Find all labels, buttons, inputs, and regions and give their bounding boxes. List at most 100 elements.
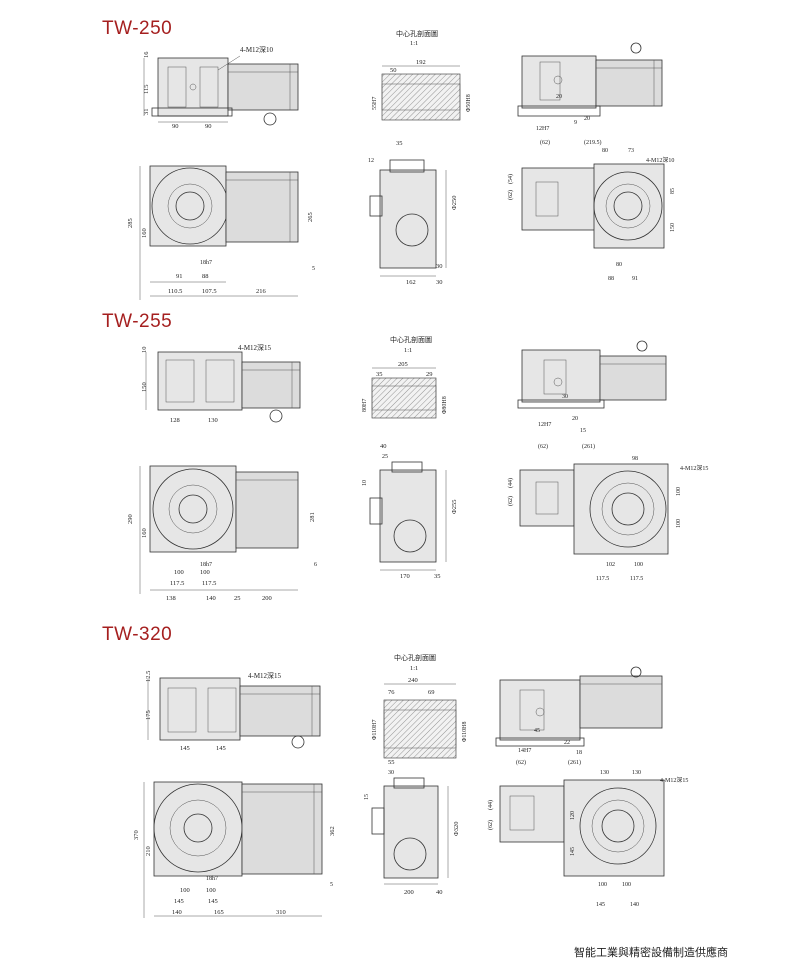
tw255-sec-d1: 80H7 (362, 399, 368, 412)
tw255-top-w2b: 140 (206, 595, 216, 602)
tw250-top-w1a: 91 (176, 273, 183, 280)
tw250-front-w2: 90 (205, 123, 212, 130)
tw250-top-fit: 18h7 (200, 260, 212, 266)
tw255-tapped-label: 4-M12深15 (238, 343, 272, 352)
tw250-mid-d6: 30 (436, 279, 443, 286)
tw320-section-title: 中心孔剖面圖 (394, 653, 436, 662)
tw320-sec-d2: Φ110H8 (462, 722, 468, 743)
tw255-drawings: 4-M12深15 10 150 128 130 中心孔剖面圖 1:1 205 3… (127, 335, 708, 602)
tw255-sec-right: 29 (426, 371, 433, 378)
tw250-top-w1b: 88 (202, 273, 209, 280)
tw255-top-w1b: 100 (200, 569, 210, 576)
section-title-tw320: TW-320 (102, 624, 173, 645)
tw255-sec-len: 205 (398, 361, 408, 368)
tw255-side-fit: 12H7 (538, 422, 551, 428)
tw320-tapped-label: 4-M12深15 (248, 671, 282, 680)
tw255-side-a: 30 (562, 394, 568, 400)
tw250-side-a: 20 (556, 94, 562, 100)
tw320-sec-right: 69 (428, 689, 435, 696)
tw250-side-b: 9 (574, 120, 577, 126)
tw250-middle-view (369, 159, 447, 277)
tw320-top-w1a: 100 (180, 887, 190, 894)
tw250-top-h1: 285 (127, 218, 134, 228)
tw255-r2: (261) (582, 443, 595, 450)
tw250-front-h1: 16 (143, 51, 150, 58)
tw255-top-h4: 6 (314, 562, 317, 568)
tw320-top-h2: 210 (145, 846, 152, 856)
tw320-section-view (383, 683, 457, 759)
tw250-front-view (143, 55, 299, 126)
tw255-top-w1a: 100 (174, 569, 184, 576)
tw255-top-fit: 18h7 (200, 562, 212, 568)
tw255-front-view (145, 351, 301, 423)
tw320-sec-len: 240 (408, 677, 418, 684)
tw255-sec-d2: Φ80H8 (442, 396, 448, 414)
tw255-section-title: 中心孔剖面圖 (390, 335, 432, 344)
tw320-r6: (44) (487, 800, 494, 810)
tw320-drawings: 4-M12深15 12.5 175 145 145 中心孔剖面圖 1:1 240… (133, 653, 688, 918)
tw255-top-w2a: 138 (166, 595, 176, 602)
tw250-tapped-label: 4-M12深10 (240, 45, 274, 54)
tw320-mid-d5: 200 (404, 889, 414, 896)
tw255-r9: 100 (634, 562, 643, 568)
tw255-side-b: 20 (572, 416, 578, 422)
tw255-mid-d1: 40 (380, 443, 387, 450)
tw255-side-c: 15 (580, 428, 586, 434)
tw320-side-view (495, 666, 663, 747)
tw320-r1: (62) (516, 759, 526, 766)
tw320-r11: 145 (596, 902, 605, 908)
tw250-drawings: 4-M12深10 16 115 31 90 90 中心孔剖面圖 1:1 192 … (127, 29, 676, 300)
tw320-mid-d3: 15 (364, 794, 370, 800)
tw250-front-h2: 115 (143, 84, 150, 94)
tw255-r3: 98 (632, 456, 638, 462)
tw250-top-view (139, 165, 299, 300)
tw255-front-h1: 10 (141, 347, 148, 354)
tw250-r9: 88 (608, 276, 614, 282)
tw255-front-h2: 150 (141, 382, 148, 392)
tw320-top-w1c: 145 (174, 898, 184, 905)
tw250-mid-d2: 12 (368, 158, 374, 164)
tw320-front-w1: 145 (180, 745, 190, 752)
tw255-section-scale: 1:1 (404, 347, 412, 354)
tw320-right-view (499, 779, 665, 877)
tw250-sec-len: 192 (416, 59, 426, 66)
tw320-top-h4: 5 (330, 882, 333, 888)
tw320-top-view (143, 781, 323, 918)
section-title-tw250: TW-250 (102, 18, 173, 39)
tw250-sec-inner: 50 (390, 67, 397, 74)
tw320-r4: 130 (632, 770, 641, 776)
tw320-r3: 130 (600, 770, 609, 776)
tw255-top-w1c: 117.5 (170, 580, 184, 587)
tw320-top-w1b: 100 (206, 887, 216, 894)
tw255-top-h1: 290 (127, 514, 134, 524)
tw255-right-view (519, 463, 669, 555)
tw320-side-b: 22 (564, 740, 570, 746)
tw320-middle-view (371, 777, 449, 885)
tw255-sec-inner: 35 (376, 371, 383, 378)
tw250-r8: 150 (670, 223, 676, 232)
tw255-top-w2c: 25 (234, 595, 241, 602)
tw250-right-view (521, 163, 665, 249)
tw250-r10: 91 (632, 276, 638, 282)
tw250-mid-d5: 30 (436, 263, 443, 270)
tw255-top-h2: 160 (141, 528, 148, 538)
tw250-r3: 80 (602, 148, 608, 154)
tw250-side-fit: 12H7 (536, 126, 549, 132)
tw255-r1: (62) (538, 443, 548, 450)
tw320-r12: 140 (630, 902, 639, 908)
tw250-r11: 80 (616, 262, 622, 268)
tw320-r5: (62) (487, 820, 494, 830)
tw320-r10: 100 (622, 882, 631, 888)
tw250-front-h3: 31 (143, 109, 150, 116)
tw255-r5: (44) (507, 478, 514, 488)
tw320-front-h2: 175 (145, 710, 152, 720)
tw320-front-w2: 145 (216, 745, 226, 752)
tw255-middle-view (369, 461, 447, 571)
tw255-right-tapped: 4-M12深15 (680, 464, 708, 472)
tw320-section-scale: 1:1 (410, 665, 418, 672)
tw320-front-view (147, 677, 321, 749)
tw320-top-h3: 362 (329, 826, 336, 836)
tw250-section-view (381, 65, 461, 121)
tw255-r6: 100 (676, 487, 682, 496)
tw255-r4: (62) (507, 496, 514, 506)
